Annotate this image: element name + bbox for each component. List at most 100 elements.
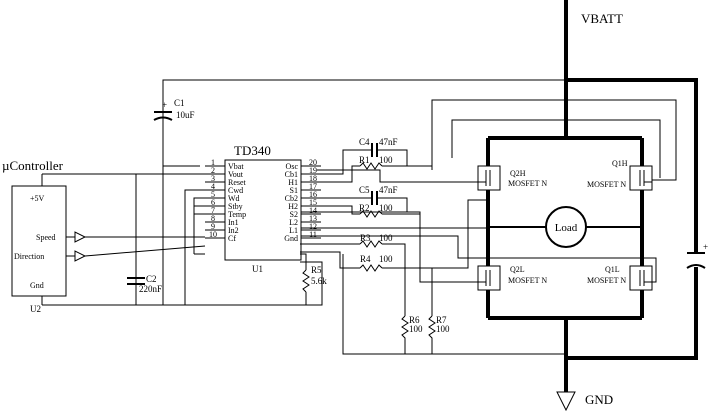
- ic-pin-cwd: 4 Cwd: [205, 182, 243, 195]
- svg-text:+: +: [703, 242, 708, 252]
- svg-text:Q1H: Q1H: [612, 159, 628, 168]
- svg-text:C4: C4: [359, 137, 370, 147]
- ic-pin-temp: 7 Temp: [205, 206, 246, 219]
- svg-text:Gnd: Gnd: [30, 281, 44, 290]
- pin-number: 6: [211, 198, 215, 207]
- mosfet-q2h: Q2H MOSFET N: [477, 165, 547, 191]
- svg-text:Speed: Speed: [36, 233, 56, 242]
- resistor-r2: R2 100: [309, 203, 420, 218]
- pin-name: L1: [289, 226, 298, 235]
- svg-text:C5: C5: [359, 185, 370, 195]
- pin-number: 18: [309, 174, 317, 183]
- pin-name: Cf: [228, 234, 236, 243]
- pin-name: Stby: [228, 202, 243, 211]
- pin-number: 9: [211, 222, 215, 231]
- resistor-r3: R3 100: [300, 233, 406, 316]
- svg-text:R7: R7: [436, 315, 447, 325]
- mosfet-q2l: Q2L MOSFET N: [477, 265, 547, 291]
- resistor-r1: R1 100: [309, 155, 433, 183]
- resistor-r4: R4 100: [300, 251, 433, 316]
- pin-number: 11: [309, 230, 317, 239]
- pin-number: 12: [309, 222, 317, 231]
- svg-text:220nF: 220nF: [139, 284, 162, 294]
- pin-number: 20: [309, 158, 317, 167]
- vbatt-rail: VBATT: [564, 0, 623, 138]
- pin-name: Cb1: [285, 170, 298, 179]
- pin-name: H1: [288, 178, 298, 187]
- ic-pin-l1: 12 L1: [289, 222, 321, 235]
- bulk-capacitor: +: [566, 78, 708, 360]
- svg-text:100: 100: [379, 233, 393, 243]
- pin-number: 1: [211, 158, 215, 167]
- pin-number: 3: [211, 174, 215, 183]
- svg-text:Q2H: Q2H: [510, 169, 526, 178]
- pin-number: 2: [211, 166, 215, 175]
- capacitor-c5: C5 47nF: [309, 185, 408, 212]
- pin-name: L2: [289, 218, 298, 227]
- svg-text:R6: R6: [409, 315, 420, 325]
- svg-text:MOSFET N: MOSFET N: [587, 180, 626, 189]
- ic-pin-cf: 10 Cf: [205, 230, 236, 243]
- pin-name: Temp: [228, 210, 246, 219]
- gnd-rail: GND: [556, 318, 613, 412]
- direction-buffer-icon: [74, 250, 87, 262]
- svg-text:Q2L: Q2L: [510, 265, 525, 274]
- pin-name: In2: [228, 226, 239, 235]
- microcontroller: µController +5V Speed Direction Gnd U2: [2, 158, 87, 314]
- load: Load: [545, 206, 587, 248]
- pin-number: 8: [211, 214, 215, 223]
- ic-pin-gnd: 11 Gnd: [284, 230, 321, 243]
- ic-ref: U1: [252, 264, 263, 274]
- pin-number: 4: [211, 182, 215, 191]
- pin-number: 17: [309, 182, 317, 191]
- load-label: Load: [555, 222, 578, 234]
- pin-name: H2: [288, 202, 298, 211]
- svg-text:U2: U2: [30, 304, 41, 314]
- pin-name: Vout: [228, 170, 244, 179]
- ic-pin-vout: 2 Vout: [205, 166, 244, 179]
- resistor-r7: R7 100: [428, 315, 450, 354]
- svg-text:100: 100: [436, 324, 450, 334]
- pin-number: 7: [211, 206, 215, 215]
- svg-text:+: +: [162, 100, 167, 110]
- pin-number: 13: [309, 214, 317, 223]
- svg-text:R3: R3: [360, 233, 371, 243]
- sense-return-wire: [342, 254, 566, 355]
- pin-number: 15: [309, 198, 317, 207]
- capacitor-c1: + C1 10uF: [153, 98, 195, 121]
- resistor-r6: R6 100: [401, 315, 423, 354]
- pin-number: 14: [309, 206, 317, 215]
- svg-text:100: 100: [379, 254, 393, 264]
- pin-name: Osc: [286, 162, 299, 171]
- svg-text:C1: C1: [174, 98, 185, 108]
- svg-text:R2: R2: [359, 203, 370, 213]
- svg-text:Q1L: Q1L: [605, 265, 620, 274]
- svg-text:5.6k: 5.6k: [311, 276, 327, 286]
- pin-name: Cwd: [228, 186, 243, 195]
- resistor-r5: R5 5.6k: [300, 253, 327, 305]
- svg-text:MOSFET N: MOSFET N: [508, 276, 547, 285]
- pin-number: 10: [209, 230, 217, 239]
- pin-name: Cb2: [285, 194, 298, 203]
- svg-text:47nF: 47nF: [379, 137, 398, 147]
- speed-buffer-icon: [74, 231, 87, 243]
- pin-name: Gnd: [284, 234, 298, 243]
- gnd-label: GND: [585, 392, 613, 407]
- svg-text:100: 100: [409, 324, 423, 334]
- svg-text:Direction: Direction: [14, 252, 44, 261]
- pin-number: 5: [211, 190, 215, 199]
- pin-number: 16: [309, 190, 317, 199]
- svg-text:C2: C2: [146, 274, 157, 284]
- svg-text:100: 100: [379, 203, 393, 213]
- svg-text:100: 100: [379, 155, 393, 165]
- controller-title: µController: [2, 158, 64, 173]
